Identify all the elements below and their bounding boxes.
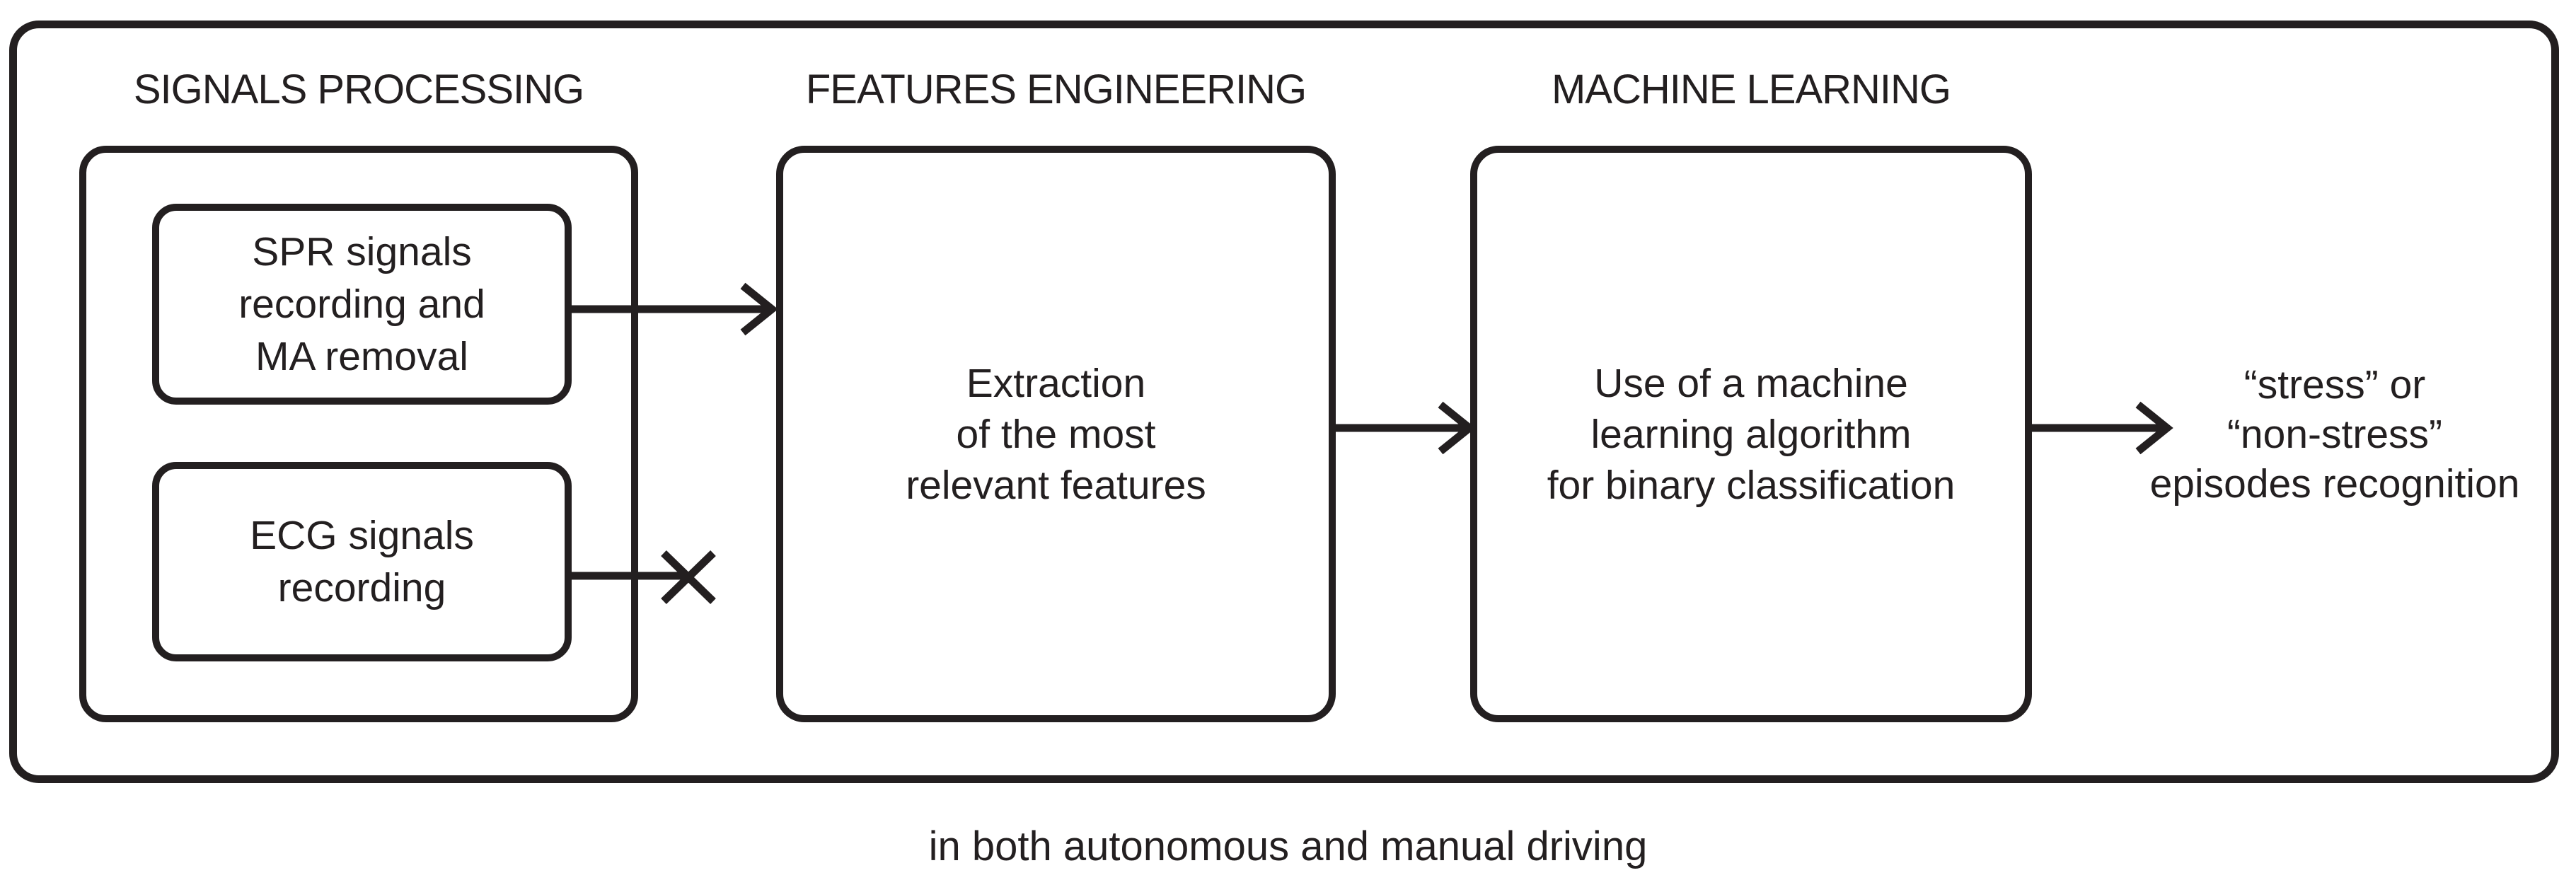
spr-box-line: recording and (238, 282, 485, 327)
ml-box-line: Use of a machine (1594, 360, 1908, 406)
ml-box-line: learning algorithm (1590, 411, 1912, 457)
ecg-recording-box: ECG signals recording (152, 462, 572, 661)
features-box-line: of the most (956, 411, 1156, 457)
diagram-caption: in both autonomous and manual driving (928, 823, 1648, 869)
output-line: “stress” or (2243, 361, 2426, 407)
features-extraction-box: Extraction of the most relevant features (776, 146, 1336, 722)
spr-box-line: MA removal (255, 334, 468, 379)
features-engineering-title: FEATURES ENGINEERING (805, 66, 1307, 112)
features-box-line: Extraction (966, 360, 1146, 406)
spr-recording-box: SPR signals recording and MA removal (152, 204, 572, 405)
machine-learning-title: MACHINE LEARNING (1551, 66, 1951, 112)
spr-box-line: SPR signals (252, 229, 472, 274)
signals-processing-group-box (79, 146, 638, 722)
ecg-box-line: recording (277, 565, 446, 610)
output-line: episodes recognition (2149, 461, 2520, 506)
output-line: “non-stress” (2226, 411, 2443, 457)
features-box-line: relevant features (906, 462, 1206, 508)
output-label: “stress” or “non-stress” episodes recogn… (2126, 146, 2543, 722)
ml-classification-box: Use of a machine learning algorithm for … (1470, 146, 2032, 722)
signals-processing-title: SIGNALS PROCESSING (133, 66, 584, 112)
ml-box-line: for binary classification (1547, 462, 1956, 508)
ecg-box-line: ECG signals (250, 513, 474, 558)
outer-frame (9, 21, 2559, 783)
